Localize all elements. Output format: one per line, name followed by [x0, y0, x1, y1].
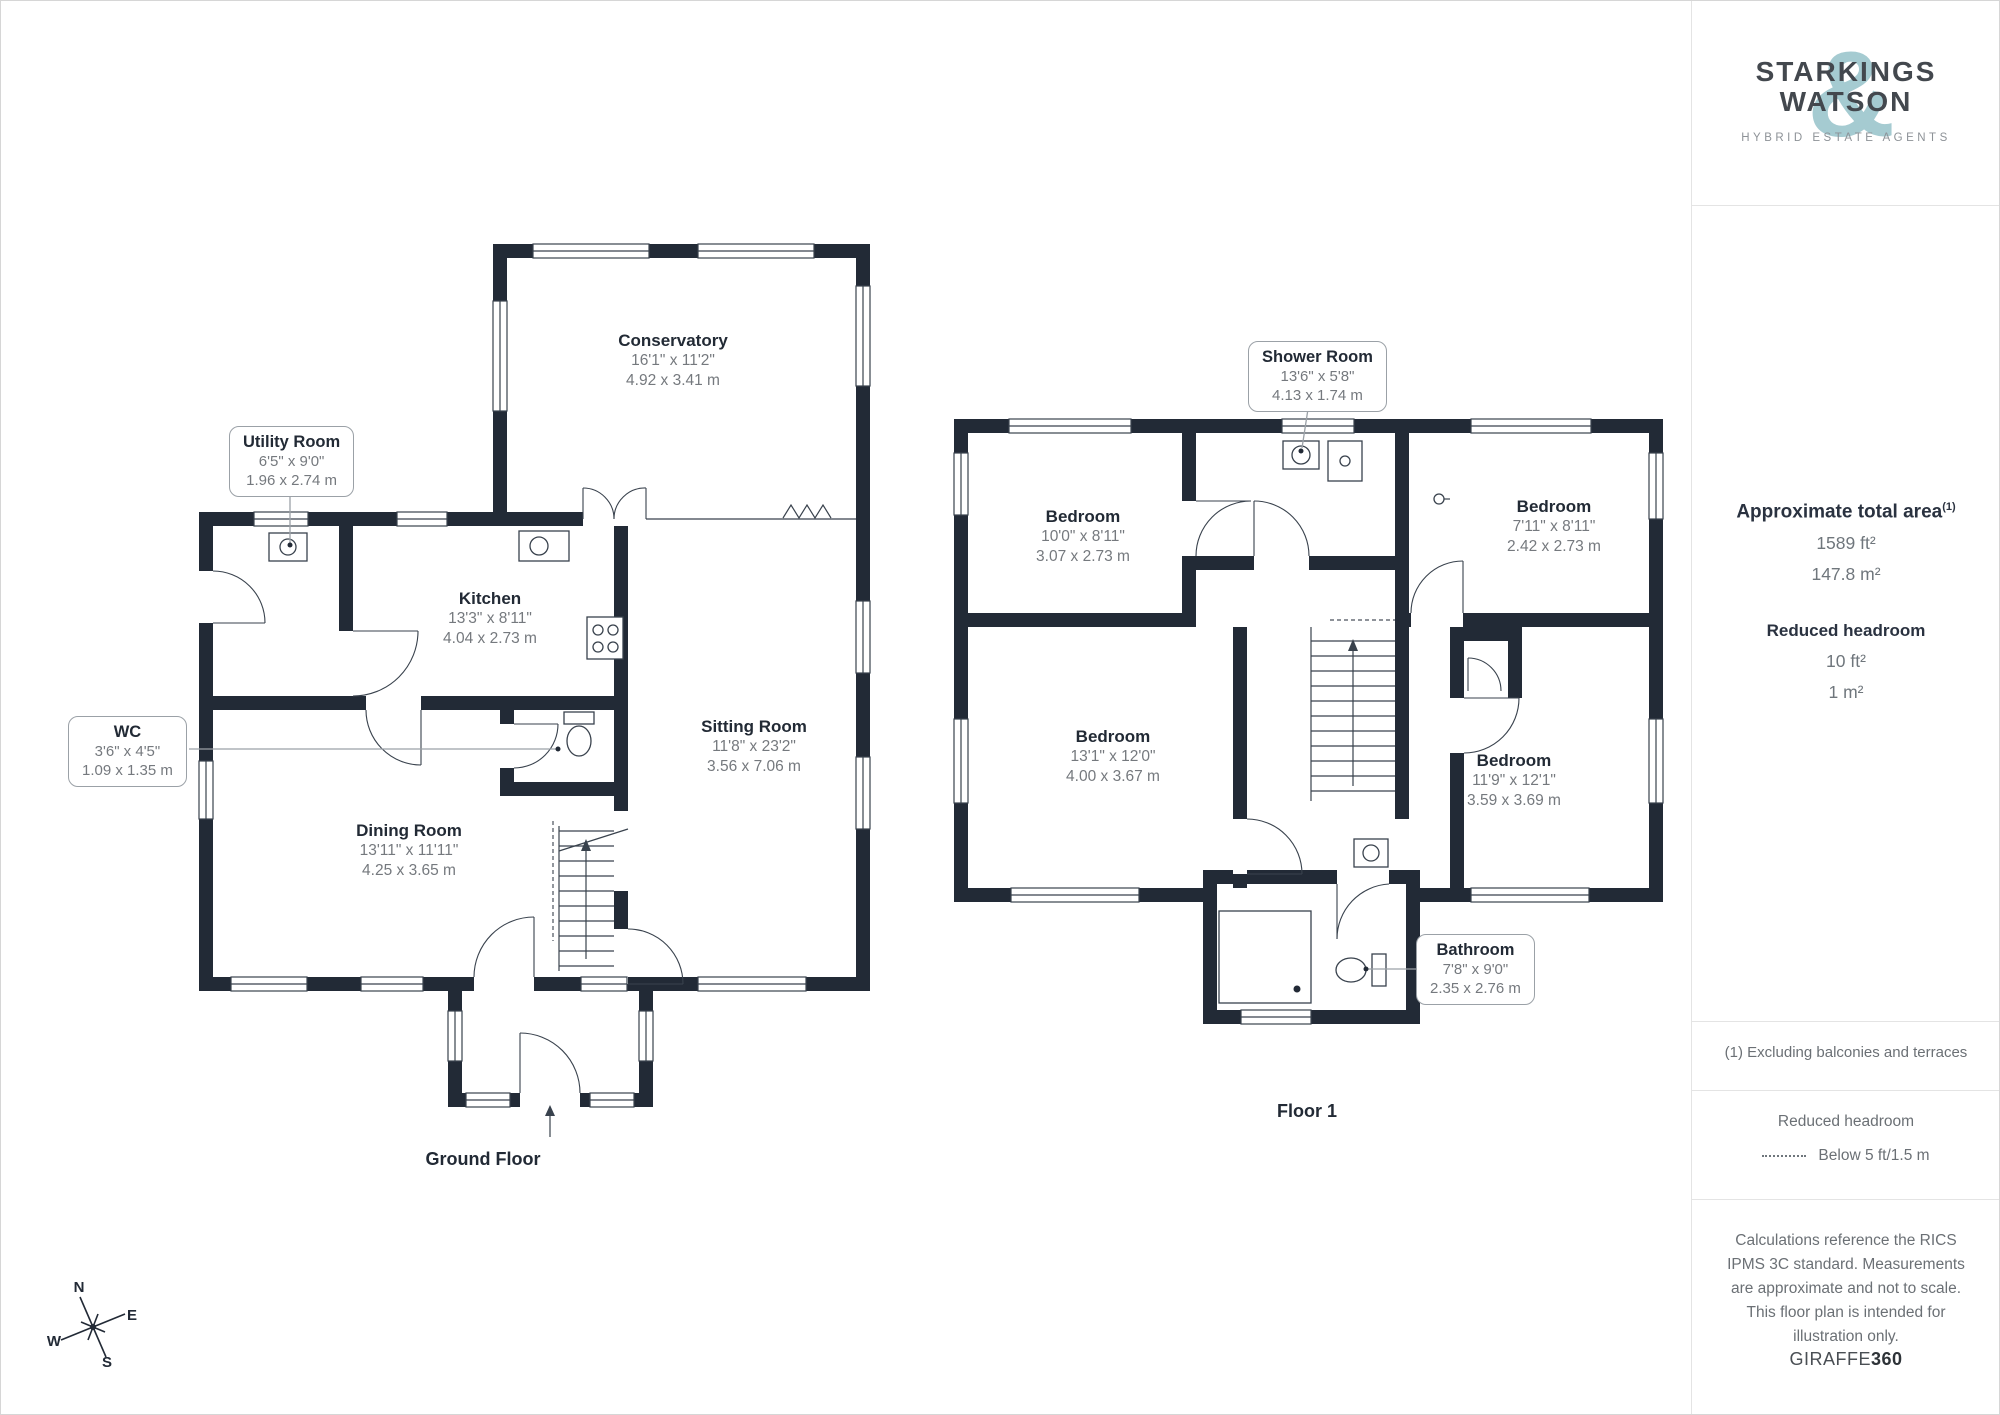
entrance-arrow-icon — [545, 1105, 555, 1137]
room-label-bedroom-2: Bedroom 7'11" x 8'11" 2.42 x 2.73 m — [1507, 497, 1601, 555]
ground-floor-plan — [189, 243, 871, 1137]
brand-name-line1: STARKINGS — [1755, 56, 1937, 87]
shower-icon — [1327, 440, 1363, 482]
room-label-bedroom-1: Bedroom 10'0" x 8'11" 3.07 x 2.73 m — [1036, 507, 1130, 565]
area-footnote: (1) Excluding balconies and terraces — [1724, 1044, 1968, 1061]
first-floor-plan — [953, 408, 1664, 1025]
brand-logo: & STARKINGS WATSON HYBRID ESTATE AGENTS — [1691, 31, 1999, 155]
shower-room-sink-icon — [1282, 440, 1320, 470]
total-area-title: Approximate total area(1) — [1736, 501, 1956, 523]
compass-e-label: E — [127, 1307, 137, 1324]
reduced-headroom-m: 1 m² — [1828, 682, 1864, 703]
ground-floor-doors — [212, 487, 856, 1094]
brand-name-line2: WATSON — [1779, 86, 1913, 118]
total-area-m: 147.8 m² — [1811, 564, 1881, 585]
first-floor-fixtures — [1218, 440, 1450, 1004]
hob-icon — [586, 616, 624, 660]
first-floor-windows — [953, 418, 1664, 1025]
landing-sink-icon — [1353, 838, 1389, 868]
room-label-bedroom-4: Bedroom 11'9" x 12'1" 3.59 x 3.69 m — [1467, 751, 1561, 809]
legend-title: Reduced headroom — [1777, 1113, 1915, 1130]
sidebar-separator — [1691, 1199, 1999, 1200]
wall-light-icon — [1433, 493, 1450, 505]
room-label-dining-room: Dining Room 13'11" x 11'11" 4.25 x 3.65 … — [356, 821, 462, 879]
first-floor-stairs — [1310, 619, 1395, 801]
brand-ampersand: & — [1807, 26, 1896, 162]
sidebar-separator — [1691, 1090, 1999, 1091]
total-area-ft: 1589 ft² — [1816, 533, 1876, 554]
kitchen-sink-icon — [518, 530, 570, 562]
brand-tagline: HYBRID ESTATE AGENTS — [1741, 132, 1951, 145]
room-label-bathroom: Bathroom 7'8" x 9'0" 2.35 x 2.76 m — [1416, 934, 1535, 1006]
sidebar-separator — [1691, 205, 1999, 206]
first-floor-door-gaps — [1182, 501, 1464, 884]
ground-floor-stairs — [552, 821, 629, 971]
room-label-kitchen: Kitchen 13'3" x 8'11" 4.04 x 2.73 m — [443, 589, 537, 647]
floor-plan-drawing: N E W S — [47, 243, 1664, 1371]
room-label-wc: WC 3'6" x 4'5" 1.09 x 1.35 m — [68, 716, 187, 788]
disclaimer-text: Calculations reference the RICS IPMS 3C … — [1727, 1232, 1965, 1346]
bathroom-toilet-icon — [1335, 953, 1387, 987]
room-label-shower-room: Shower Room 13'6" x 5'8" 4.13 x 1.74 m — [1248, 341, 1387, 413]
dotted-line-sample — [1762, 1155, 1807, 1157]
ground-floor-label-leaders — [189, 493, 561, 752]
sidebar-divider — [1691, 1, 1692, 1414]
ground-floor-windows — [198, 243, 871, 1108]
legend-label: Below 5 ft/1.5 m — [1818, 1147, 1930, 1164]
ground-floor-fixtures — [268, 530, 624, 1137]
ground-floor-door-gaps — [199, 571, 628, 1107]
giraffe360-credit: GIRAFFE360 — [1789, 1349, 1903, 1369]
first-floor-doors — [1195, 500, 1520, 940]
room-label-conservatory: Conservatory 16'1" x 11'2" 4.92 x 3.41 m — [618, 331, 728, 389]
reduced-headroom-title: Reduced headroom — [1766, 621, 1926, 641]
ground-floor-title: Ground Floor — [425, 1149, 541, 1169]
reduced-headroom-ft: 10 ft² — [1826, 651, 1866, 672]
first-floor-title: Floor 1 — [1276, 1101, 1338, 1121]
compass-icon: N E W S — [47, 1279, 137, 1371]
toilet-icon — [563, 711, 595, 757]
compass-w-label: W — [47, 1333, 62, 1350]
compass-s-label: S — [102, 1354, 112, 1371]
room-label-sitting-room: Sitting Room 11'8" x 23'2" 3.56 x 7.06 m — [701, 717, 807, 775]
wall-opening-zigzag — [782, 503, 832, 520]
first-floor-label-leaders — [1298, 408, 1416, 972]
room-label-utility-room: Utility Room 6'5" x 9'0" 1.96 x 2.74 m — [229, 426, 355, 498]
utility-sink-icon — [268, 532, 308, 562]
headroom-legend: Reduced headroom Below 5 ft/1.5 m — [1691, 1113, 1999, 1165]
room-label-bedroom-3: Bedroom 13'1" x 12'0" 4.00 x 3.67 m — [1066, 727, 1160, 785]
compass-n-label: N — [74, 1279, 85, 1296]
area-summary: Approximate total area(1) 1589 ft² 147.8… — [1691, 501, 1999, 703]
shower-tray-icon — [1218, 910, 1312, 1004]
sidebar-separator — [1691, 1021, 1999, 1022]
